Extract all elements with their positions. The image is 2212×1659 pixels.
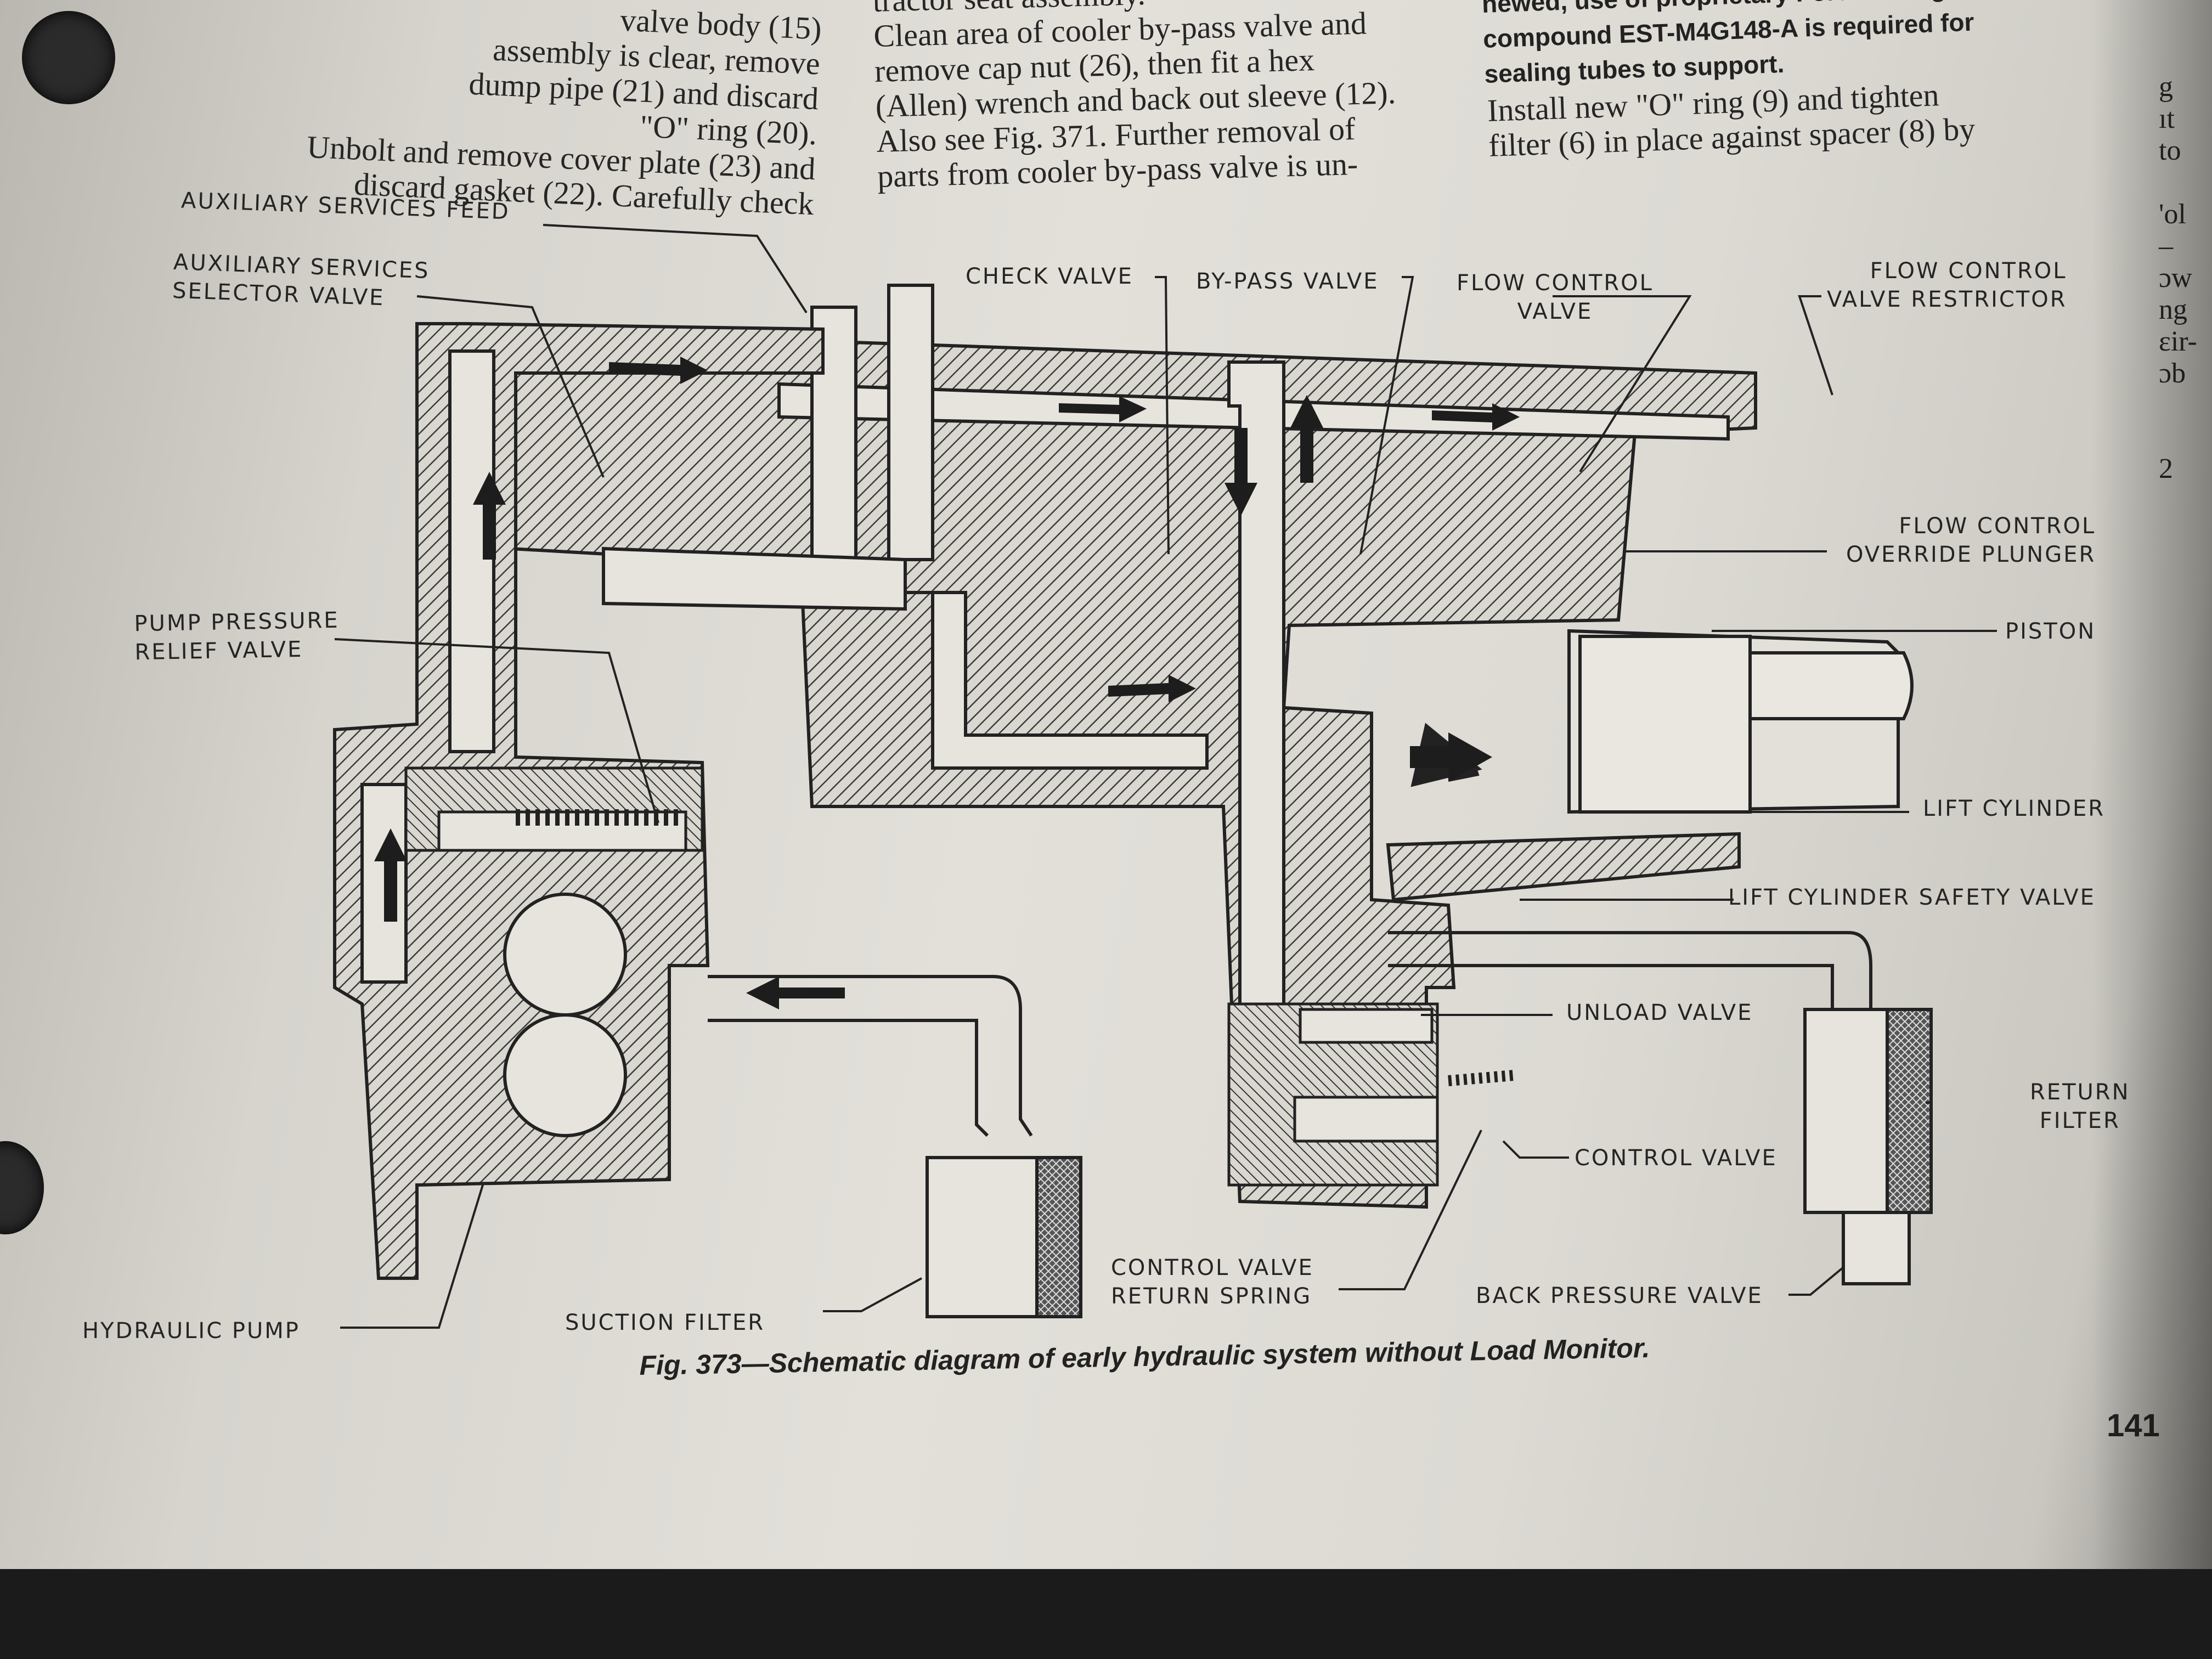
- pump-relief-valve-body: [404, 766, 704, 852]
- label-back-pressure-valve: BACK PRESSURE VALVE: [1476, 1283, 1763, 1308]
- return-filter-body: [1388, 931, 1933, 1285]
- label-flow-control-valve: FLOW CONTROL VALVE: [1457, 270, 1654, 324]
- label-pump-pressure-relief-valve: PUMP PRESSURE RELIEF VALVE: [134, 607, 340, 665]
- label-return-filter: RETURN FILTER: [2030, 1080, 2130, 1133]
- gear-pump: [503, 893, 627, 1137]
- label-flow-control-valve-restrictor: FLOW CONTROL VALVE RESTRICTOR: [1827, 258, 2067, 312]
- label-piston: PISTON: [2005, 619, 2096, 644]
- flow-arrows: [374, 357, 1520, 1009]
- label-unload-valve: UNLOAD VALVE: [1566, 1000, 1753, 1025]
- adjacent-page-text: g ıt to 'ol – ɔw ng ɛir- ɔb 2: [2159, 71, 2197, 484]
- leader-lines: [334, 224, 1997, 1329]
- label-control-valve: CONTROL VALVE: [1575, 1146, 1778, 1171]
- suction-pipe: [708, 975, 1033, 1137]
- control-valve-assembly: [1227, 1002, 1515, 1187]
- label-check-valve: CHECK VALVE: [966, 264, 1133, 289]
- label-lift-cylinder-safety-valve: LIFT CYLINDER SAFETY VALVE: [1728, 885, 2096, 910]
- binder-hole-top: [22, 11, 115, 104]
- label-control-valve-return-spring: CONTROL VALVE RETURN SPRING: [1111, 1255, 1314, 1309]
- label-lift-cylinder: LIFT CYLINDER: [1923, 796, 2106, 821]
- lift-cylinder-body: [1386, 629, 1914, 902]
- page-number: 141: [2107, 1408, 2160, 1443]
- main-valve-block: [465, 284, 1757, 1209]
- label-auxiliary-services-selector-valve: AUXILIARY SERVICES SELECTOR VALVE: [172, 249, 431, 311]
- label-suction-filter: SUCTION FILTER: [565, 1310, 765, 1335]
- desk-background: [0, 1569, 2212, 1659]
- suction-filter-body: [926, 1156, 1082, 1318]
- label-by-pass-valve: BY-PASS VALVE: [1196, 269, 1379, 294]
- label-flow-control-override-plunger: FLOW CONTROL OVERRIDE PLUNGER: [1846, 514, 2096, 567]
- label-hydraulic-pump: HYDRAULIC PUMP: [82, 1318, 300, 1344]
